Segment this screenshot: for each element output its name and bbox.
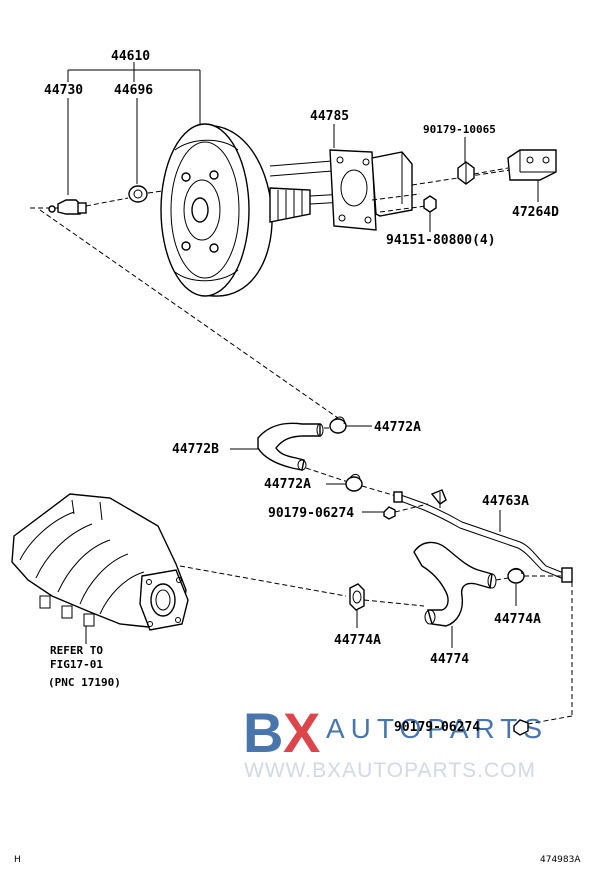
label-44774A-left: 44774A bbox=[334, 633, 381, 648]
nut-90179-06274-mid bbox=[383, 506, 396, 520]
gasket-44785 bbox=[329, 149, 413, 231]
label-44772B: 44772B bbox=[172, 442, 219, 457]
label-44785: 44785 bbox=[310, 109, 349, 124]
label-44772A-top: 44772A bbox=[374, 420, 421, 435]
label-44774A-right: 44774A bbox=[494, 612, 541, 627]
label-44774: 44774 bbox=[430, 652, 469, 667]
nut-90179-10065 bbox=[457, 161, 475, 185]
watermark-url: WWW.BXAUTOPARTS.COM bbox=[244, 759, 536, 782]
clamp-44772A-top bbox=[329, 416, 372, 434]
hose-44772B bbox=[257, 422, 324, 471]
label-44730: 44730 bbox=[44, 83, 83, 98]
watermark-logo: B X AUTOPARTS WWW.BXAUTOPARTS.COM bbox=[243, 701, 548, 782]
label-44772A-mid: 44772A bbox=[264, 477, 311, 492]
label-90179-06274-bottom: 90179-06274 bbox=[394, 720, 480, 735]
assembly-bracket-44610 bbox=[67, 62, 201, 128]
clamp-44772A-mid bbox=[326, 473, 363, 492]
footer-left-code: H bbox=[14, 855, 21, 865]
footer-right-code: 474983A bbox=[540, 855, 581, 865]
watermark-brand-text: AUTOPARTS bbox=[326, 713, 548, 744]
label-44610: 44610 bbox=[111, 49, 150, 64]
pipe-44763A bbox=[393, 489, 573, 583]
connector-line-valve-to-hose bbox=[39, 209, 339, 419]
brake-booster-44610 bbox=[160, 123, 396, 297]
watermark-letter-x: X bbox=[283, 701, 320, 764]
refer-text-line2: FIG17-01 bbox=[50, 658, 103, 671]
nut-94151-80800 bbox=[423, 195, 437, 232]
hose-44774 bbox=[413, 541, 497, 648]
nut-90179-06274-bottom bbox=[513, 719, 529, 736]
refer-text-line1: REFER TO bbox=[50, 644, 103, 657]
clevis-47264D bbox=[507, 149, 557, 202]
label-44763A: 44763A bbox=[482, 494, 529, 509]
intake-manifold-reference bbox=[11, 493, 189, 644]
check-valve-44730 bbox=[30, 199, 87, 215]
label-90179-06274-mid: 90179-06274 bbox=[268, 506, 354, 521]
label-90179-10065: 90179-10065 bbox=[423, 123, 496, 136]
grommet-44696 bbox=[85, 185, 171, 207]
clamp-44774A-left bbox=[349, 583, 365, 628]
watermark-letter-b: B bbox=[243, 701, 283, 764]
label-44696: 44696 bbox=[114, 83, 153, 98]
clamp-44774A-right bbox=[507, 567, 525, 606]
label-47264D: 47264D bbox=[512, 205, 559, 220]
label-94151-80800: 94151-80800(4) bbox=[386, 233, 496, 248]
refer-text-line3: (PNC 17190) bbox=[48, 676, 121, 689]
